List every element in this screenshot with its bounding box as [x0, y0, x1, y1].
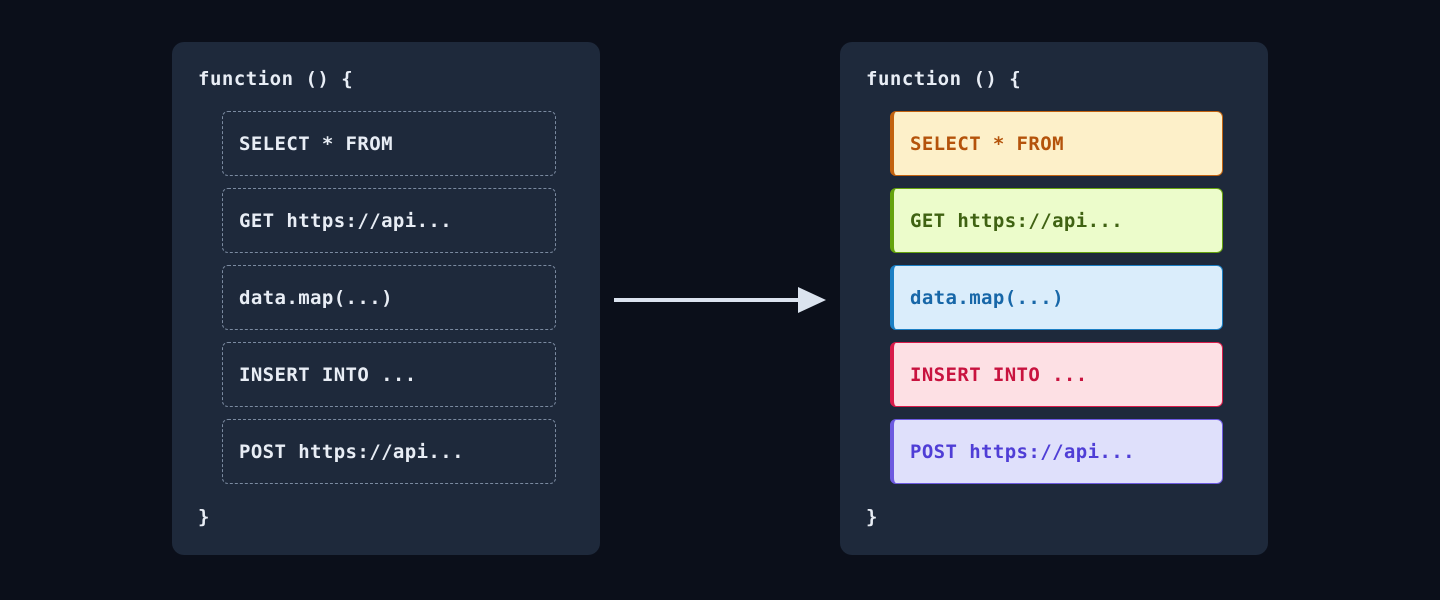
arrow-right-icon [612, 285, 826, 315]
before-row-label-4: POST https://api... [239, 440, 464, 463]
list-item[interactable]: GET https://api... [890, 188, 1223, 253]
after-row-label-2: data.map(...) [910, 286, 1064, 309]
list-item[interactable]: data.map(...) [890, 265, 1223, 330]
after-row-label-4: POST https://api... [910, 440, 1135, 463]
before-function-header: function () { [198, 68, 354, 90]
before-row-label-2: data.map(...) [239, 286, 393, 309]
before-statement-list: SELECT * FROM GET https://api... data.ma… [222, 111, 568, 484]
list-item[interactable]: POST https://api... [222, 419, 556, 484]
list-item[interactable]: SELECT * FROM [890, 111, 1223, 176]
before-function-footer: } [198, 506, 210, 528]
list-item[interactable]: data.map(...) [222, 265, 556, 330]
after-function-header: function () { [866, 68, 1022, 90]
list-item[interactable]: INSERT INTO ... [890, 342, 1223, 407]
after-row-label-3: INSERT INTO ... [910, 363, 1088, 386]
list-item[interactable]: GET https://api... [222, 188, 556, 253]
before-row-label-0: SELECT * FROM [239, 132, 393, 155]
list-item[interactable]: SELECT * FROM [222, 111, 556, 176]
after-code-panel: function () { SELECT * FROM GET https://… [840, 42, 1268, 555]
after-row-label-1: GET https://api... [910, 209, 1124, 232]
before-row-label-3: INSERT INTO ... [239, 363, 417, 386]
after-statement-list: SELECT * FROM GET https://api... data.ma… [890, 111, 1236, 484]
list-item[interactable]: POST https://api... [890, 419, 1223, 484]
after-row-label-0: SELECT * FROM [910, 132, 1064, 155]
before-row-label-1: GET https://api... [239, 209, 453, 232]
before-code-panel: function () { SELECT * FROM GET https://… [172, 42, 600, 555]
list-item[interactable]: INSERT INTO ... [222, 342, 556, 407]
after-function-footer: } [866, 506, 878, 528]
